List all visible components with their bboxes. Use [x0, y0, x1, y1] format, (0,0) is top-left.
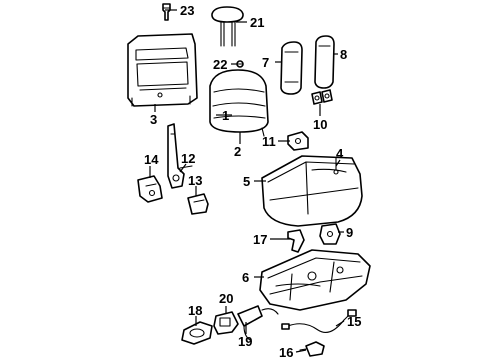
callout-4: 4 [336, 146, 344, 161]
callout-2: 2 [234, 144, 241, 159]
callout-23: 23 [180, 3, 194, 18]
part-5-seat-cushion [261, 155, 363, 227]
callout-22: 22 [213, 57, 227, 72]
callout-3: 3 [150, 112, 157, 127]
part-17-clip [287, 229, 305, 253]
callout-1: 1 [222, 108, 229, 123]
part-9-bracket [319, 223, 341, 245]
callout-13: 13 [188, 173, 202, 188]
part-18-bezel [181, 321, 213, 345]
part-14-recliner-cover [137, 175, 163, 203]
part-15-wiring-harness [281, 309, 357, 333]
callout-16: 16 [279, 345, 293, 360]
part-19-switch-harness [237, 305, 279, 341]
leader-lines [149, 9, 345, 353]
callout-15: 15 [347, 314, 361, 329]
part-20-switch [213, 311, 239, 335]
callout-5: 5 [243, 174, 250, 189]
callout-20: 20 [219, 291, 233, 306]
part-8-armrest-cover [314, 35, 335, 89]
part-23-clip [162, 3, 171, 21]
part-21-headrest [211, 6, 244, 47]
callout-14: 14 [144, 152, 159, 167]
callout-6: 6 [242, 270, 249, 285]
callout-11: 11 [262, 134, 276, 149]
part-4-stud [333, 157, 339, 175]
callout-18: 18 [188, 303, 202, 318]
callout-10: 10 [313, 117, 327, 132]
part-10-brackets [311, 89, 333, 105]
part-11-bracket [287, 131, 309, 151]
callout-7: 7 [262, 55, 269, 70]
callout-17: 17 [253, 232, 267, 247]
callout-12: 12 [181, 151, 195, 166]
part-16-connector [299, 341, 325, 357]
callout-labels: 23 21 22 7 8 3 1 2 10 11 4 5 14 12 13 9 … [144, 3, 361, 360]
callout-9: 9 [346, 225, 353, 240]
callout-8: 8 [340, 47, 347, 62]
callout-21: 21 [250, 15, 264, 30]
part-22-screw [236, 60, 244, 68]
part-3-seatback-frame [127, 33, 198, 107]
part-1-seatback-cover [209, 69, 269, 137]
part-7-armrest [280, 41, 303, 95]
callout-19: 19 [238, 334, 252, 349]
part-13-bracket [187, 193, 209, 215]
part-6-seat-frame [259, 249, 371, 311]
